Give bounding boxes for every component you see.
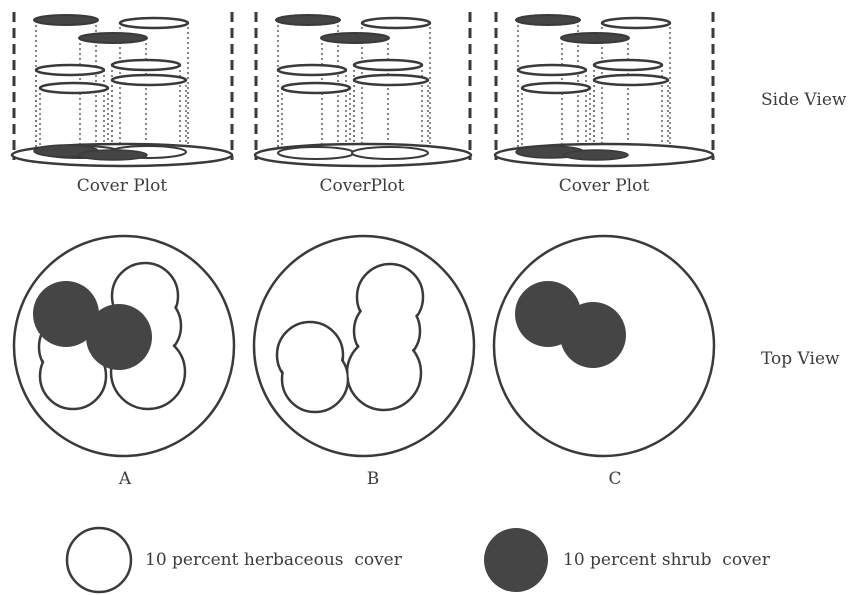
shrub-canopy [33, 14, 99, 26]
legend-shrub-label: 10 percent shrub cover [563, 550, 771, 570]
panel-letter-c: C [608, 469, 621, 489]
plot-caption-b: CoverPlot [320, 176, 405, 196]
legend-shrub-symbol [484, 528, 548, 592]
herbaceous-canopy [34, 63, 106, 77]
herbaceous-canopy [600, 16, 672, 30]
herbaceous-canopy [352, 58, 424, 72]
legend: 10 percent herbaceous cover 10 percent s… [65, 526, 771, 594]
herbaceous-canopy [110, 58, 182, 72]
top-view-row [12, 234, 716, 458]
legend-herbaceous-symbol [65, 526, 133, 594]
panel-letter-b: B [367, 469, 380, 489]
top-view-panel-b [252, 234, 476, 458]
shrub-patch [33, 281, 99, 347]
shrub-canopy [515, 14, 581, 26]
herbaceous-canopy [592, 58, 664, 72]
herbaceous-canopy [516, 63, 588, 77]
side-view-label: Side View [761, 90, 847, 110]
herbaceous-canopy [110, 73, 188, 87]
herbaceous-shadow [351, 146, 429, 160]
plot-caption-a: Cover Plot [77, 176, 168, 196]
top-view-label: Top View [761, 349, 840, 369]
side-view-panel-b [253, 12, 473, 168]
shrub-patch [560, 302, 626, 368]
side-view-row [10, 12, 715, 168]
herbaceous-canopy [38, 81, 110, 95]
herbaceous-canopy [592, 73, 670, 87]
herbaceous-canopy [360, 16, 432, 30]
top-view-panel-a [12, 234, 236, 458]
panel-letter-a: A [118, 469, 132, 489]
herbaceous-canopy [520, 81, 592, 95]
herbaceous-shadow [277, 146, 355, 160]
herbaceous-canopy [118, 16, 190, 30]
side-view-panel-c [493, 12, 715, 168]
herbaceous-canopy [352, 73, 430, 87]
legend-herbaceous-label: 10 percent herbaceous cover [145, 550, 403, 570]
shrub-canopy [78, 32, 148, 44]
herbaceous-canopy [276, 63, 348, 77]
plot-caption-c: Cover Plot [559, 176, 650, 196]
top-view-panel-c [492, 234, 716, 458]
shrub-canopy [320, 32, 390, 44]
side-view-panel-a [10, 12, 234, 168]
shrub-canopy [560, 32, 630, 44]
herbaceous-canopy [280, 81, 352, 95]
shrub-shadow [78, 149, 148, 161]
shrub-shadow [563, 149, 629, 161]
shrub-patch [86, 304, 152, 370]
shrub-canopy [275, 14, 341, 26]
